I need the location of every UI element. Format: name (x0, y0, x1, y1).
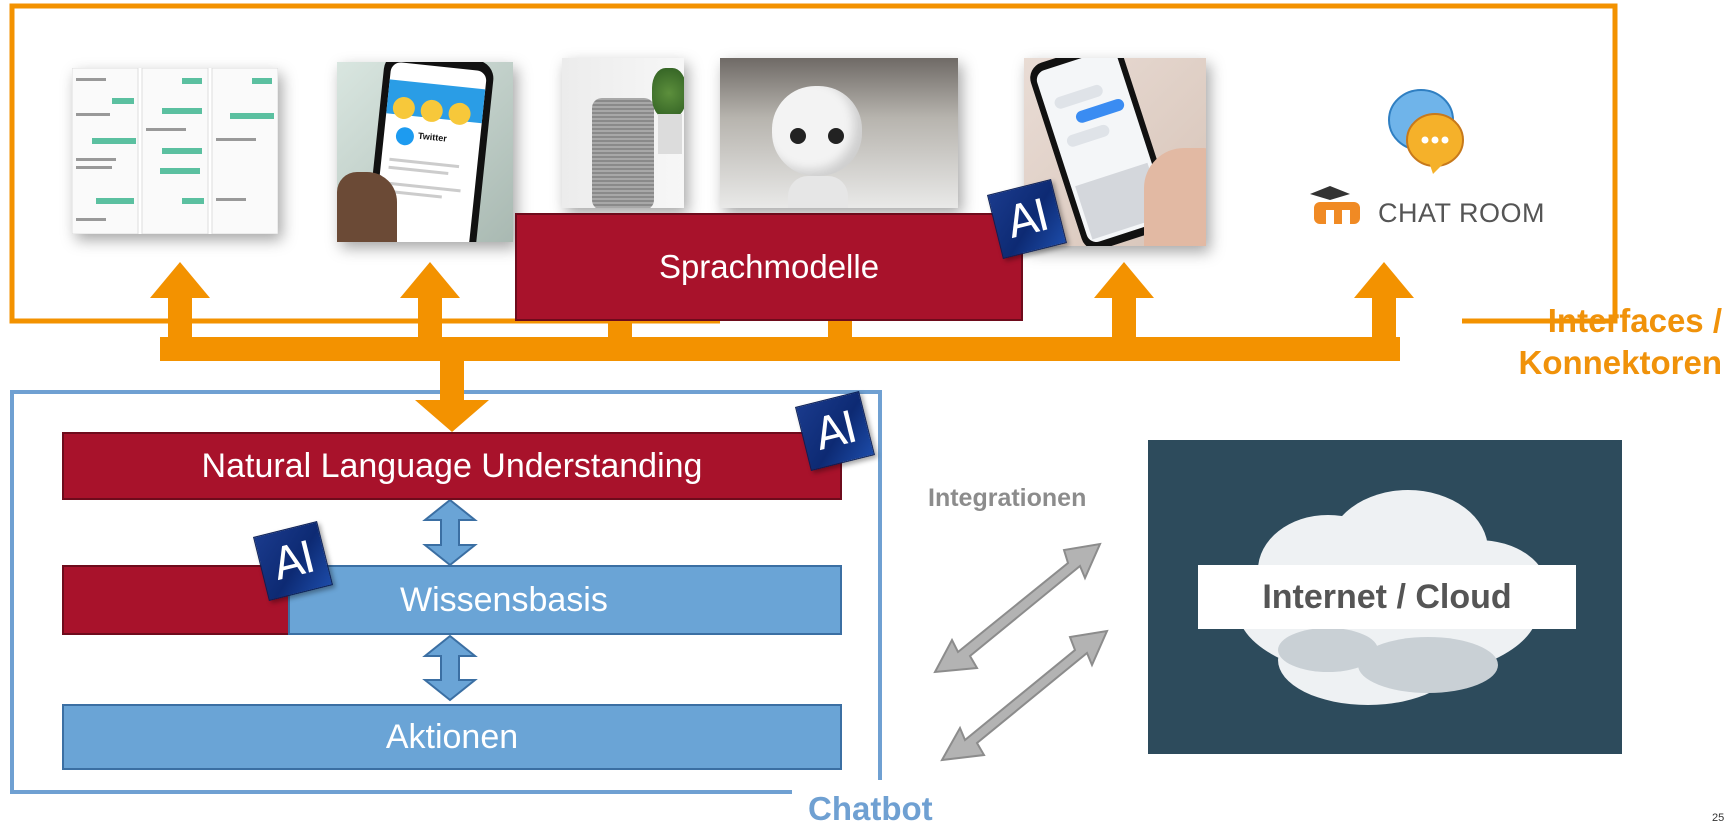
language-models-box: Sprachmodelle (515, 213, 1023, 321)
twitter-logo-icon (395, 126, 415, 147)
smart-speaker-photo (562, 58, 684, 208)
integrations-label: Integrationen (928, 484, 1087, 512)
chat-transcript-screenshot (72, 68, 278, 234)
actions-label: Aktionen (385, 717, 519, 756)
actions-box: Aktionen (62, 704, 842, 770)
interfaces-label-line1: Interfaces / (1547, 302, 1722, 339)
interfaces-label-line2: Konnektoren (1518, 344, 1722, 381)
chat-room-label: CHAT ROOM (1378, 198, 1546, 228)
knowledge-base-ai-segment (62, 565, 290, 635)
integration-arrows (933, 542, 1109, 762)
interfaces-label: Interfaces / Konnektoren (1518, 300, 1722, 384)
robot-photo (720, 58, 958, 208)
moodle-logo-icon (1304, 186, 1370, 226)
chat-bubbles-icon (1385, 84, 1465, 174)
nlu-box: Natural Language Understanding (62, 432, 842, 500)
connector-bus (160, 337, 1400, 361)
chatbot-label: Chatbot (808, 790, 933, 827)
knowledge-base-label: Wissensbasis (400, 580, 608, 619)
cloud-label-box: Internet / Cloud (1198, 565, 1576, 629)
chatbot-frame (10, 390, 882, 794)
language-models-label: Sprachmodelle (658, 248, 880, 285)
twitter-title: Twitter (417, 130, 448, 144)
twitter-phone-photo: Twitter (337, 62, 513, 242)
knowledge-base-main-segment: Wissensbasis (288, 565, 842, 635)
connector-arrows (150, 262, 1414, 432)
cloud-label: Internet / Cloud (1262, 577, 1512, 616)
interfaces-frame (9, 3, 1618, 324)
nlu-label: Natural Language Understanding (201, 446, 703, 485)
knowledge-base-box: Wissensbasis (62, 565, 842, 635)
page-number: 25 (1712, 812, 1725, 824)
